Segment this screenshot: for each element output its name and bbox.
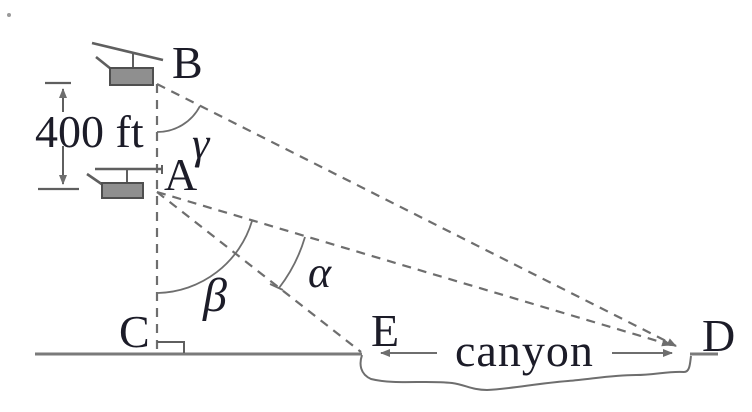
canyon-outline: [359, 354, 692, 392]
canyon-label: canyon: [455, 325, 594, 376]
gamma-angle-arc: [156, 105, 201, 133]
measurement-label: 400 ft: [35, 106, 144, 157]
point-label-d: D: [702, 310, 735, 361]
beta-angle-arc: [157, 220, 253, 294]
sight-line-a-to-e: [156, 191, 362, 353]
angle-label-beta: β: [202, 269, 227, 322]
point-label-c: C: [119, 306, 150, 357]
angle-label-alpha: α: [308, 248, 332, 297]
helicopter-a-tail: [86, 172, 104, 187]
helicopter-b-tail: [95, 55, 112, 71]
alpha-angle-arc: [278, 236, 306, 289]
point-label-a: A: [164, 149, 197, 200]
helicopter-b-rotor: [91, 41, 164, 62]
point-label-e: E: [371, 305, 399, 356]
right-angle-mark: [157, 341, 185, 353]
helicopter-icon-a: [86, 165, 163, 199]
helicopter-icon-b: [91, 41, 164, 86]
scan-speck: [7, 13, 11, 17]
alpha-arc-foot-tick: [269, 283, 284, 291]
angle-label-gamma: γ: [192, 119, 211, 168]
point-label-b: B: [172, 37, 203, 88]
sight-line-b-to-d: [156, 83, 677, 347]
helicopter-a-body: [101, 182, 144, 199]
helicopter-b-body: [109, 67, 154, 86]
